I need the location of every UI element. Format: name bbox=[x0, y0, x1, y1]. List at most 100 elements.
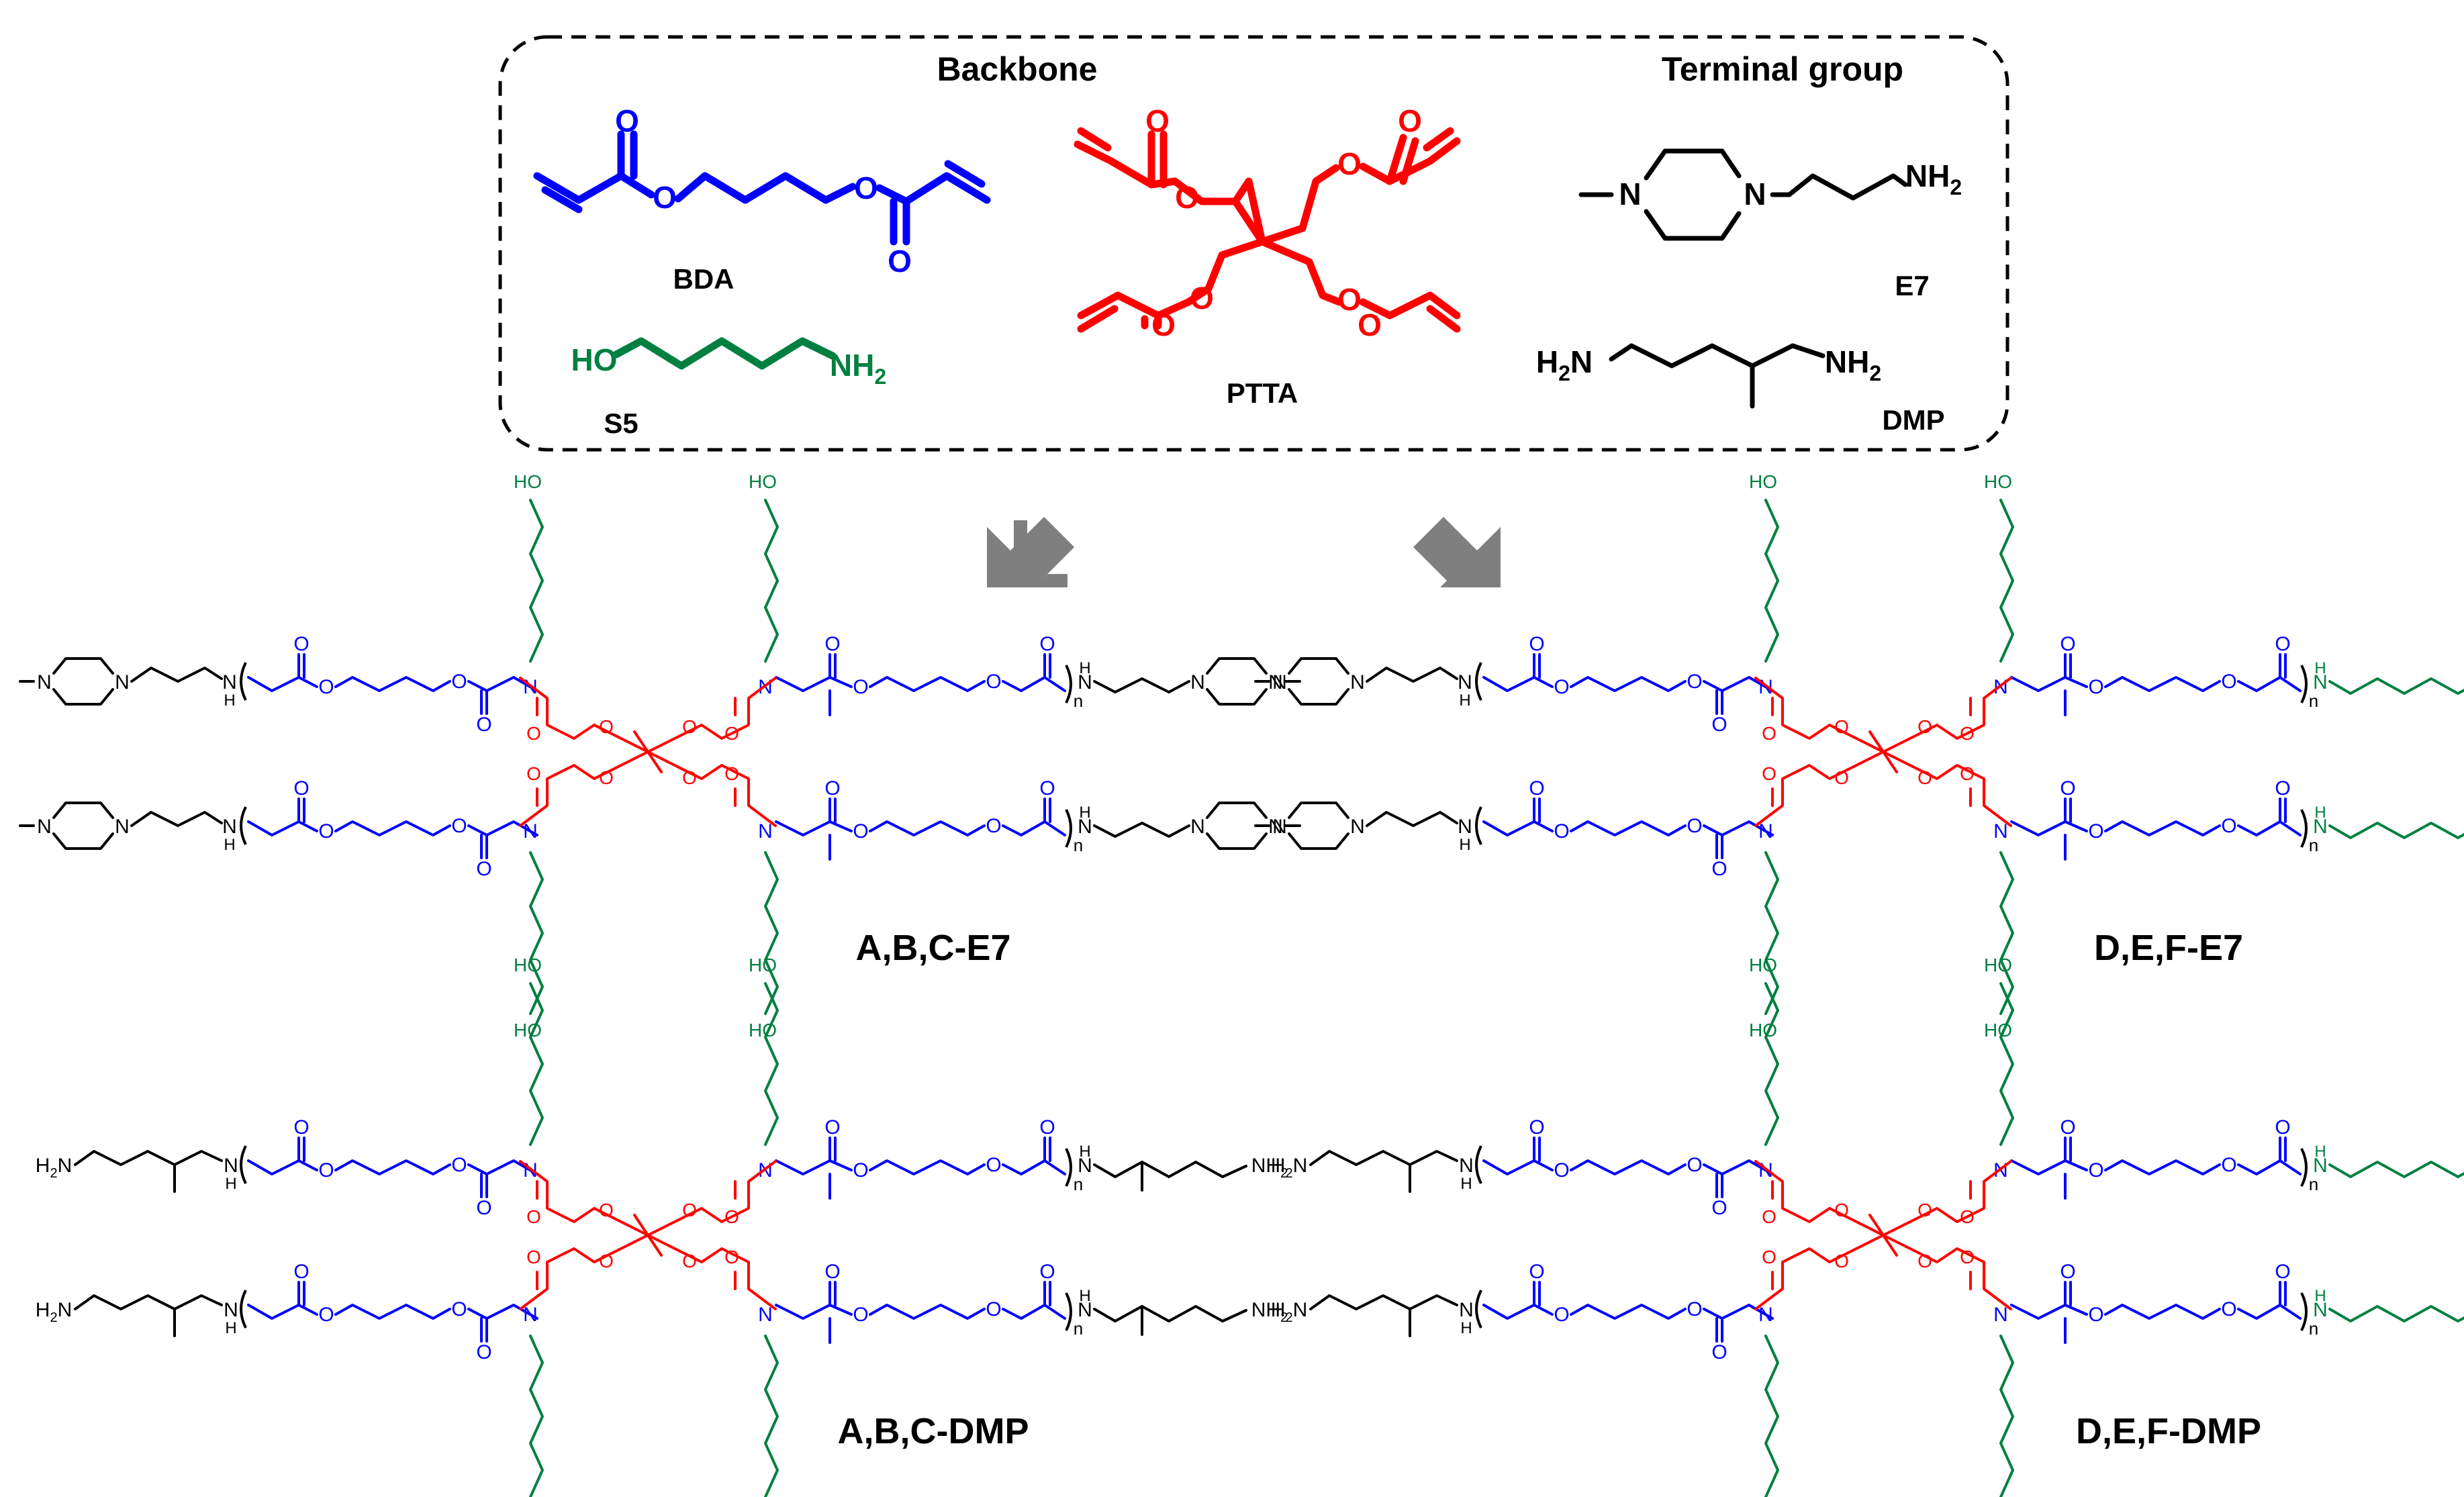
piperazine-ring bbox=[52, 657, 114, 675]
polymer-label: A,B,C-DMP bbox=[838, 1411, 1029, 1451]
dmp-h2n: H2N bbox=[36, 1155, 72, 1181]
amine-n: N bbox=[1078, 816, 1092, 838]
butyl-chain bbox=[869, 820, 986, 836]
ester-o: O bbox=[318, 1304, 334, 1326]
core-o: O bbox=[682, 1251, 697, 1271]
terminal-heading: Terminal group bbox=[1662, 50, 1903, 88]
arm-ho: HO bbox=[1984, 955, 2012, 975]
backbone-bond bbox=[1533, 676, 1554, 688]
backbone-bond bbox=[1533, 820, 1554, 832]
backbone-bond bbox=[775, 798, 831, 836]
backbone-bond bbox=[1533, 1304, 1554, 1316]
ester-o: O bbox=[451, 1298, 467, 1320]
core-arm bbox=[593, 1207, 649, 1237]
core-quaternary bbox=[633, 1214, 663, 1257]
tertiary-n: N bbox=[758, 820, 773, 842]
repeat-n: n bbox=[2309, 691, 2318, 711]
amine-h: H bbox=[1079, 1143, 1090, 1161]
carbonyl-o: O bbox=[2275, 777, 2290, 800]
ester-o: O bbox=[1554, 820, 1569, 842]
backbone-bond bbox=[2237, 653, 2281, 692]
amine-h: H bbox=[2314, 659, 2326, 677]
dmp-h2n: H2N bbox=[36, 1299, 72, 1325]
s5-nh2: NH2 bbox=[830, 348, 886, 389]
backbone-bond bbox=[1482, 1281, 1535, 1320]
arm-ho: HO bbox=[1749, 471, 1777, 492]
arm-ho: HO bbox=[1749, 955, 1777, 975]
dmp-nh2: NH2 bbox=[1825, 344, 1881, 385]
carbonyl-o: O bbox=[2060, 1116, 2075, 1139]
dmp-nh2: NH2 bbox=[1251, 1155, 1288, 1181]
butyl-chain bbox=[334, 676, 451, 692]
backbone-bond bbox=[467, 1163, 488, 1198]
dmp-h2n: H2N bbox=[1271, 1299, 1307, 1325]
e7-nh2: NH2 bbox=[1905, 158, 1962, 199]
backbone-bond bbox=[2010, 653, 2067, 692]
backbone-bond bbox=[2237, 798, 2281, 836]
core-arm bbox=[593, 724, 649, 753]
backbone-bond bbox=[2279, 676, 2302, 692]
backbone-bond bbox=[2237, 1281, 2281, 1320]
backbone-bond bbox=[775, 653, 831, 692]
core-arm bbox=[1754, 1234, 1885, 1310]
piperazine-ring bbox=[1288, 688, 1349, 706]
core-o: O bbox=[1834, 716, 1849, 737]
ester-o: O bbox=[318, 1159, 334, 1181]
backbone-bond bbox=[1043, 676, 1066, 692]
backbone-bond bbox=[775, 1281, 831, 1320]
amine-h: H bbox=[224, 836, 235, 854]
propyl-chain bbox=[1093, 677, 1190, 693]
ptta-o-2: O bbox=[1175, 180, 1199, 215]
carbonyl-o: O bbox=[1529, 633, 1544, 655]
arm-ho: HO bbox=[514, 471, 542, 492]
core-quaternary bbox=[633, 730, 663, 773]
backbone-bond bbox=[467, 824, 488, 859]
core-o: O bbox=[1960, 1206, 1975, 1227]
backbone-bond bbox=[467, 1308, 488, 1343]
backbone-bond bbox=[828, 676, 853, 688]
backbone-bond bbox=[2279, 1304, 2302, 1320]
backbone-bond bbox=[2010, 1137, 2067, 1175]
dmp-label: DMP bbox=[1882, 404, 1944, 436]
s5-label: S5 bbox=[604, 407, 638, 439]
ester-o: O bbox=[2088, 1304, 2103, 1326]
repeat-bracket bbox=[1065, 665, 1072, 704]
carbonyl-o: O bbox=[1711, 1341, 1727, 1363]
repeat-n: n bbox=[2309, 835, 2318, 855]
repeat-bracket bbox=[2300, 809, 2308, 848]
butyl-chain bbox=[1570, 820, 1687, 836]
core-o: O bbox=[1917, 767, 1932, 788]
carbonyl-o: O bbox=[2275, 1116, 2290, 1139]
backbone-bond bbox=[1043, 820, 1066, 836]
carbonyl-o: O bbox=[1711, 1197, 1727, 1219]
repeat-n: n bbox=[2309, 1174, 2318, 1194]
core-o: O bbox=[526, 763, 541, 784]
s5-chain bbox=[2328, 1305, 2464, 1322]
carbonyl-o: O bbox=[1039, 777, 1055, 800]
repeat-bracket bbox=[1475, 806, 1482, 845]
carbonyl-o: O bbox=[824, 633, 840, 655]
core-arm bbox=[647, 751, 777, 827]
dmp-chain bbox=[173, 1294, 223, 1310]
hydroxypentyl-arm bbox=[1999, 851, 2014, 1015]
repeat-bracket bbox=[1475, 1145, 1482, 1184]
ester-o: O bbox=[2221, 671, 2236, 693]
ester-o: O bbox=[1554, 676, 1569, 698]
core-o: O bbox=[1917, 716, 1932, 737]
backbone-bond bbox=[2064, 820, 2088, 832]
dmp-h2n: H2N bbox=[1536, 344, 1593, 385]
amine-n: N bbox=[1458, 671, 1472, 693]
carbonyl-o: O bbox=[1529, 1116, 1544, 1139]
backbone-bond bbox=[1043, 1304, 1066, 1320]
repeat-bracket bbox=[1475, 1290, 1482, 1329]
hydroxypentyl-arm bbox=[1764, 982, 1779, 1146]
hydroxypentyl-arm bbox=[764, 982, 779, 1146]
butyl-chain bbox=[334, 1304, 451, 1320]
amine-n: N bbox=[1078, 671, 1092, 693]
backbone-bond bbox=[1002, 798, 1046, 836]
repeat-bracket bbox=[1065, 809, 1072, 848]
core-o: O bbox=[724, 763, 739, 784]
butyl-chain bbox=[2104, 1304, 2221, 1320]
repeat-bracket bbox=[240, 806, 247, 845]
carbonyl-o: O bbox=[824, 777, 840, 800]
